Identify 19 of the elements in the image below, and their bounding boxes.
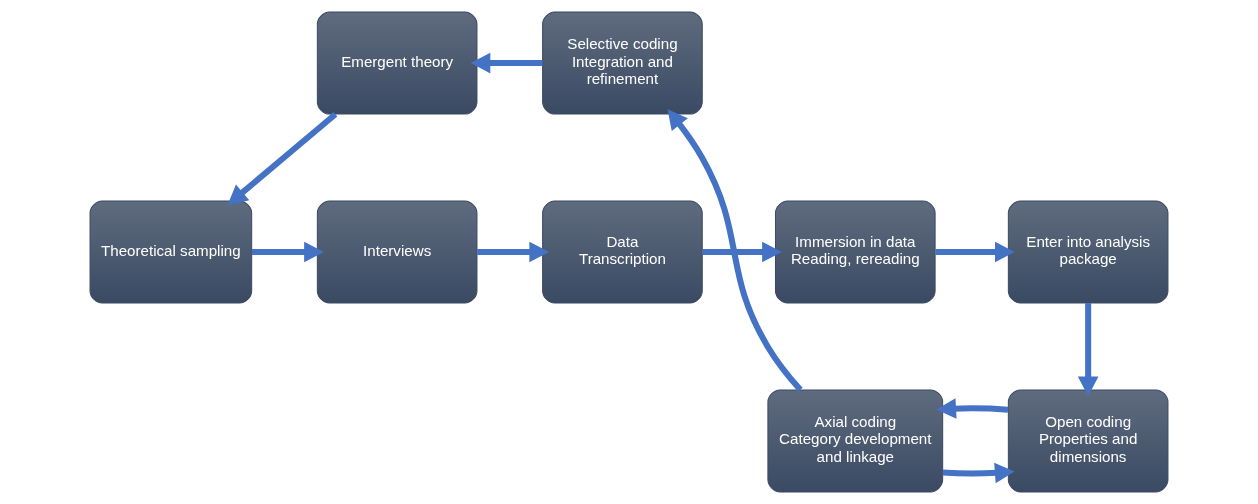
node-box: Emergent theory <box>316 11 478 115</box>
node-box: Immersion in data Reading, rereading <box>774 200 936 304</box>
node-box: Open coding Properties and dimensions <box>1007 389 1169 493</box>
arrow <box>251 241 324 263</box>
node-box: Theoretical sampling <box>89 200 253 304</box>
node-box: Selective coding Integration and refinement <box>542 11 703 115</box>
arrow <box>942 462 1015 484</box>
arrow <box>667 109 803 392</box>
node-box: Data Transcription <box>542 200 703 304</box>
arrow <box>702 241 782 263</box>
arrow <box>227 111 338 206</box>
arrow <box>470 52 543 74</box>
arrow <box>477 241 550 263</box>
node-box: Interviews <box>316 200 478 304</box>
node-box: Axial coding Category development and linkage <box>767 389 944 493</box>
node-box: Enter into analysis package <box>1007 200 1169 304</box>
arrow <box>1077 303 1099 397</box>
arrow <box>936 398 1009 419</box>
arrow <box>935 241 1015 263</box>
